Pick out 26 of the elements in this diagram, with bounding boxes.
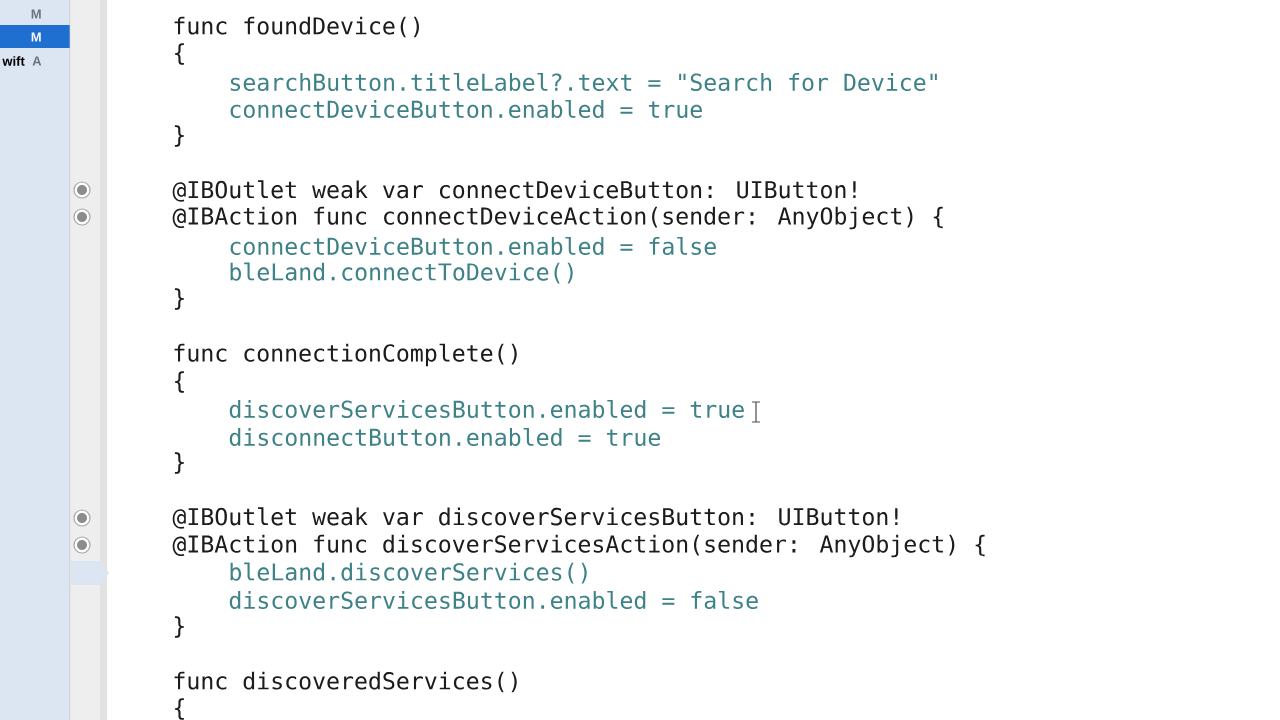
code-line: func foundDevice() bbox=[174, 16, 419, 38]
code-line: { bbox=[174, 698, 184, 720]
code-line: } bbox=[174, 616, 184, 638]
code-line: @IBOutlet weak var discoverServicesButton: UIButton! bbox=[172, 507, 898, 529]
code-line: } bbox=[174, 452, 184, 474]
code-line: bleLand.connectToDevice() bbox=[230, 262, 573, 284]
code-line: } bbox=[174, 288, 184, 310]
code-line: disconnectButton.enabled = true bbox=[229, 427, 660, 447]
code-line: bleLand.discoverServices() bbox=[230, 562, 587, 584]
code-line: @IBOutlet weak var connectDeviceButton: UIButton! bbox=[172, 180, 856, 202]
code-line: @IBAction func connectDeviceAction(sender: AnyObject) { bbox=[172, 206, 943, 230]
code-line: searchButton.titleLabel?.text = "Search for Device" bbox=[230, 72, 937, 92]
code-line: { bbox=[174, 43, 184, 65]
code-line: @IBAction func discoverServicesAction(sender: AnyObject) { bbox=[172, 534, 985, 558]
status-letter: M bbox=[31, 9, 41, 19]
code-line: connectDeviceButton.enabled = true bbox=[230, 99, 702, 119]
code-line: { bbox=[174, 371, 184, 393]
code-line: discoverServicesButton.enabled = false bbox=[229, 590, 758, 610]
code-line: } bbox=[174, 125, 184, 147]
status-letter: M bbox=[31, 32, 41, 42]
code-line: discoverServicesButton.enabled = true bbox=[229, 399, 744, 419]
code-line: func connectionComplete() bbox=[174, 343, 517, 367]
status-letter: A bbox=[32, 56, 42, 66]
code-line: func discoveredServices() bbox=[174, 671, 517, 693]
file-name: wift bbox=[2, 56, 25, 66]
code-line: connectDeviceButton.enabled = false bbox=[230, 236, 716, 256]
